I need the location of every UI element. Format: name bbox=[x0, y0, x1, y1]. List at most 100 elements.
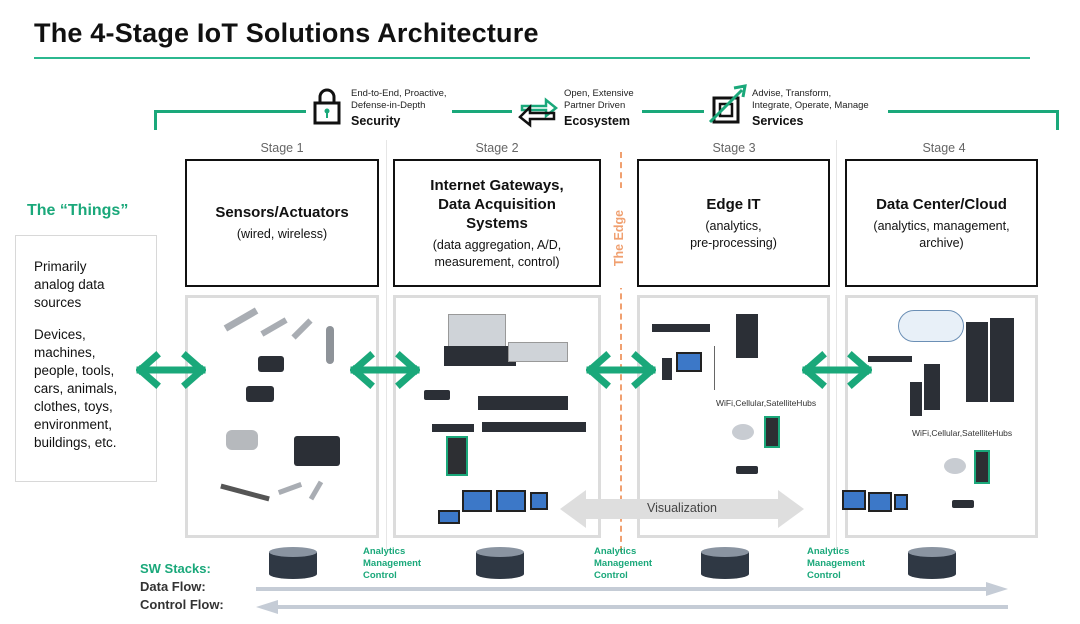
hubs-label: WiFi,Cellular,SatelliteHubs bbox=[716, 398, 817, 408]
stage-2-title-3: Systems bbox=[466, 214, 528, 232]
exchange-arrows-icon bbox=[518, 97, 559, 128]
connector-arrow-4 bbox=[802, 351, 872, 389]
pc-tower bbox=[662, 358, 672, 380]
daq-module bbox=[444, 346, 516, 366]
database-icon bbox=[476, 547, 524, 579]
separator-1 bbox=[386, 140, 387, 550]
control-flow-arrow bbox=[256, 600, 1008, 614]
visualization-arrow bbox=[560, 490, 804, 528]
ecosystem-desc-1: Open, Extensive bbox=[564, 88, 634, 99]
title-underline bbox=[34, 57, 1030, 59]
services-desc-2: Integrate, Operate, Manage bbox=[752, 100, 869, 111]
amc-line: Management bbox=[807, 558, 866, 569]
database-icon bbox=[269, 547, 317, 579]
server-tower bbox=[924, 364, 940, 410]
amc-line: Analytics bbox=[363, 546, 406, 557]
router bbox=[736, 466, 758, 474]
stage-4-label: Stage 4 bbox=[922, 141, 966, 155]
things-spacer bbox=[34, 312, 148, 326]
services-pillar bbox=[708, 84, 748, 131]
stage-4-desc-1: (analytics, management, bbox=[873, 218, 1010, 233]
camera bbox=[294, 436, 340, 466]
stage-4-box: Data Center/Cloud (analytics, management… bbox=[845, 159, 1038, 287]
things-line: clothes, toys, bbox=[34, 399, 113, 414]
stage-2-box: Internet Gateways, Data Acquisition Syst… bbox=[393, 159, 601, 287]
server-tower bbox=[910, 382, 922, 416]
sensor-module bbox=[246, 386, 274, 402]
monitor bbox=[496, 490, 526, 512]
things-line: analog data bbox=[34, 277, 105, 292]
edge-label: The Edge bbox=[612, 188, 628, 288]
things-line: Devices, bbox=[34, 327, 86, 342]
stage-3-title: Edge IT bbox=[706, 195, 761, 213]
switch bbox=[652, 324, 710, 332]
control-flow-label: Control Flow: bbox=[140, 597, 224, 612]
things-title: The “Things” bbox=[27, 202, 129, 219]
bracket-segment-2 bbox=[452, 110, 512, 113]
stage-4-desc-2: archive) bbox=[919, 235, 964, 250]
gateway bbox=[974, 450, 990, 484]
connector-arrow-2 bbox=[350, 351, 420, 389]
data-flow-label: Data Flow: bbox=[140, 579, 206, 594]
amc-label-3: Analytics Management Control bbox=[807, 546, 865, 582]
monitor bbox=[868, 492, 892, 512]
stage-4-title: Data Center/Cloud bbox=[876, 195, 1007, 213]
sensor-rod bbox=[223, 307, 259, 332]
amc-line: Control bbox=[363, 570, 397, 581]
router bbox=[952, 500, 974, 508]
bracket-segment-4 bbox=[888, 110, 1058, 113]
page-title: The 4-Stage IoT Solutions Architecture bbox=[34, 18, 539, 48]
satellite-dish bbox=[732, 424, 754, 440]
things-line: Primarily bbox=[34, 259, 87, 274]
stage-1-label: Stage 1 bbox=[260, 141, 304, 155]
monitor bbox=[530, 492, 548, 510]
monitor bbox=[842, 490, 866, 510]
network-line bbox=[714, 346, 715, 390]
security-name: Security bbox=[351, 114, 401, 128]
separator-3 bbox=[836, 140, 837, 550]
switch bbox=[868, 356, 912, 362]
server-rack bbox=[990, 318, 1014, 402]
ecosystem-name: Ecosystem bbox=[564, 114, 631, 128]
stage-3-box: Edge IT (analytics, pre-processing) bbox=[637, 159, 830, 287]
stage-2-panel bbox=[393, 295, 601, 538]
sensor-rod bbox=[260, 317, 288, 337]
connector-arrow-3 bbox=[586, 351, 656, 389]
stage-1-panel bbox=[185, 295, 379, 538]
stage-2-title-1: Internet Gateways, bbox=[430, 176, 564, 194]
amc-line: Analytics bbox=[807, 546, 850, 557]
stage-1-box: Sensors/Actuators (wired, wireless) bbox=[185, 159, 379, 287]
stage-3-desc-2: pre-processing) bbox=[690, 235, 777, 250]
things-line: cars, animals, bbox=[34, 381, 118, 396]
amc-label-2: Analytics Management Control bbox=[594, 546, 652, 582]
bracket-right-post bbox=[1056, 110, 1059, 130]
cloud bbox=[898, 310, 964, 342]
services-desc-1: Advise, Transform, bbox=[752, 88, 832, 99]
server-tower bbox=[736, 314, 758, 358]
monitor bbox=[676, 352, 702, 372]
things-line: buildings, etc. bbox=[34, 435, 117, 450]
growth-arrow-icon bbox=[708, 84, 747, 124]
bracket-segment-1 bbox=[154, 110, 306, 113]
amc-line: Control bbox=[594, 570, 628, 581]
edge-dashed-line bbox=[620, 152, 622, 552]
server-rack-unit bbox=[478, 396, 568, 410]
stage-2-desc-1: (data aggregation, A/D, bbox=[432, 237, 562, 252]
laptop bbox=[438, 510, 460, 524]
stage-1-desc: (wired, wireless) bbox=[236, 227, 328, 241]
chassis-device bbox=[448, 314, 506, 352]
stage-1-title: Sensors/Actuators bbox=[215, 204, 349, 221]
monitor bbox=[894, 494, 908, 510]
sensor-module bbox=[258, 356, 284, 372]
connector-arrow-1 bbox=[136, 351, 206, 389]
switch bbox=[432, 424, 474, 432]
gateway bbox=[764, 416, 780, 448]
stage-2-desc-2: measurement, control) bbox=[434, 254, 560, 269]
security-pillar bbox=[312, 88, 342, 131]
monitor bbox=[462, 490, 492, 512]
amc-label-1: Analytics Management Control bbox=[363, 546, 421, 582]
stage-3-label: Stage 3 bbox=[712, 141, 756, 155]
server-rack bbox=[966, 322, 988, 402]
stage-3-desc-1: (analytics, bbox=[705, 218, 762, 233]
daq-module bbox=[508, 342, 568, 362]
